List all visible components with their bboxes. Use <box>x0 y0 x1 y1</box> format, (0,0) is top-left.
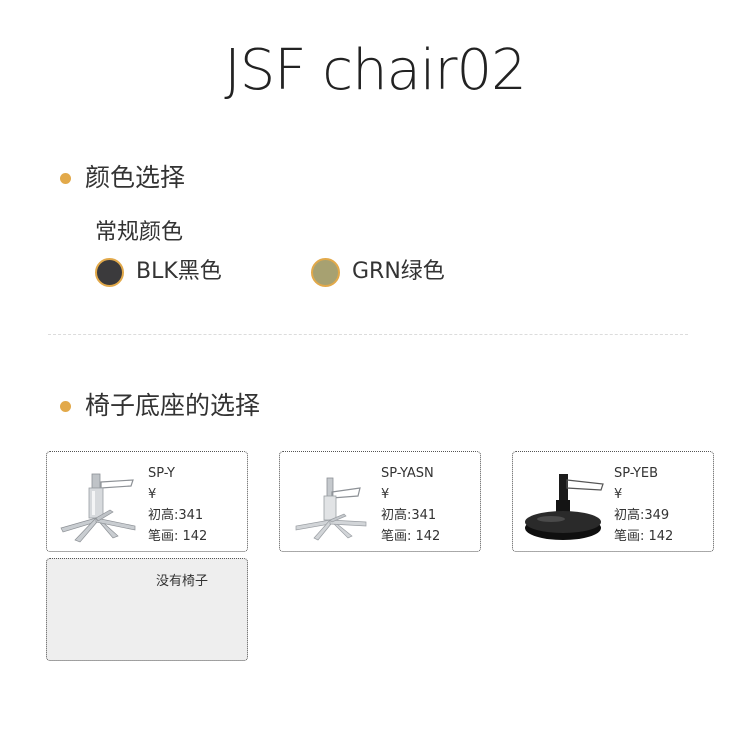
base-section-heading: 椅子底座的选择 <box>60 391 260 421</box>
color-section-heading: 颜色选择 <box>60 163 185 193</box>
base-name: SP-YEB <box>614 466 659 481</box>
color-option-grn[interactable]: GRN绿色 <box>311 256 445 288</box>
base-name: SP-YASN <box>381 466 434 481</box>
base-price: ¥ <box>614 487 623 502</box>
color-option-blk[interactable]: BLK黑色 <box>95 256 222 288</box>
base-price: ¥ <box>148 487 157 502</box>
base-stroke: 笔画: 142 <box>148 529 208 544</box>
bullet-icon <box>60 400 71 412</box>
base-option-sp-y[interactable]: SP-Y ¥ 初高:341 笔画: 142 <box>46 451 248 552</box>
base-price: ¥ <box>381 487 390 502</box>
color-option-label: BLK黑色 <box>136 259 222 284</box>
base-option-sp-yasn[interactable]: SP-YASN ¥ 初高:341 笔画: 142 <box>279 451 481 552</box>
chrome-star-base-icon <box>60 473 136 543</box>
color-section-title: 颜色选择 <box>85 163 186 192</box>
base-section-title: 椅子底座的选择 <box>85 391 261 420</box>
base-height: 初高:349 <box>614 508 670 523</box>
color-swatch-green <box>311 257 340 287</box>
base-stroke: 笔画: 142 <box>381 529 441 544</box>
base-stroke: 笔画: 142 <box>614 529 674 544</box>
page-title: JSF chair02 <box>224 38 527 103</box>
section-divider <box>48 334 688 335</box>
base-name: SP-Y <box>148 466 175 481</box>
regular-colors-label: 常规颜色 <box>95 220 184 245</box>
chrome-star-base-icon <box>295 477 367 541</box>
no-chair-label: 没有椅子 <box>155 574 208 589</box>
base-option-none[interactable]: 没有椅子 <box>46 558 248 661</box>
black-round-base-icon <box>525 474 604 540</box>
base-height: 初高:341 <box>148 508 204 523</box>
color-swatch-black <box>95 257 124 287</box>
base-height: 初高:341 <box>381 508 437 523</box>
base-option-sp-yeb[interactable]: SP-YEB ¥ 初高:349 笔画: 142 <box>512 451 714 552</box>
bullet-icon <box>60 172 71 184</box>
color-option-label: GRN绿色 <box>352 259 445 284</box>
